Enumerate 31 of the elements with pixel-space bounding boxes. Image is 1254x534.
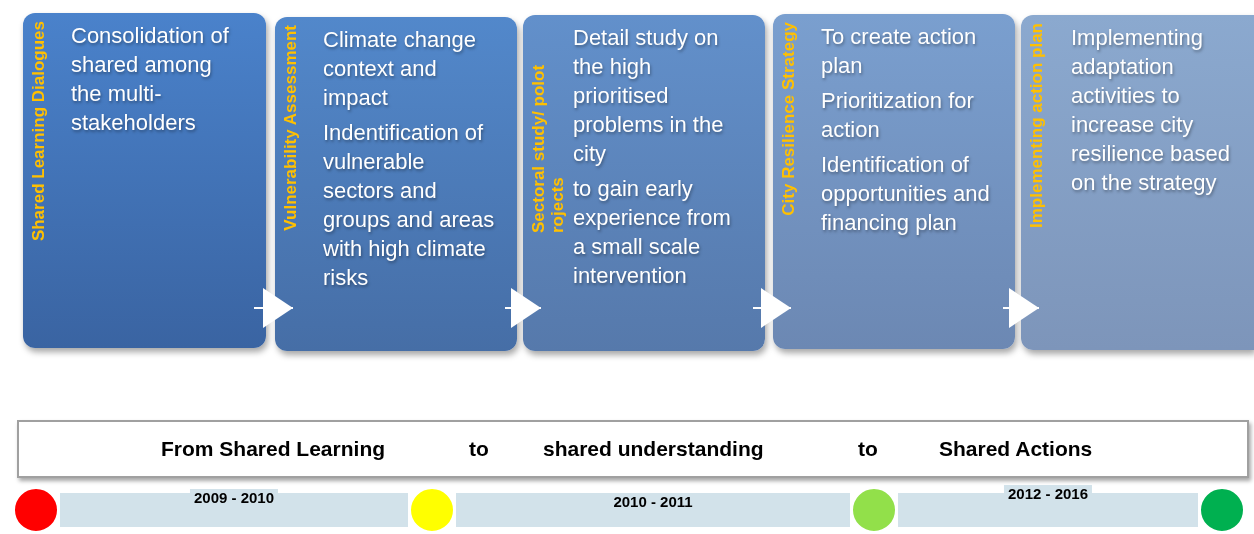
stage-heading: Shared Learning Dialogues — [29, 21, 48, 242]
stage-heading: City Resilience Strategy — [779, 22, 798, 216]
description-text: to gain early experience from a small scale intervention — [573, 175, 732, 290]
process-box — [23, 13, 266, 348]
chevron-arrow — [253, 288, 294, 328]
banner-text: Shared Actions — [939, 436, 1093, 462]
description-text: Indentification of vulnerable sectors and groups and areas with high climate risks — [323, 119, 495, 292]
chevron-arrow — [1002, 288, 1040, 328]
description-text: Identification of opportunities and financing plan — [821, 151, 991, 237]
banner-text: From Shared Learning — [161, 436, 386, 462]
banner-text: shared understanding — [543, 436, 764, 462]
banner-box — [17, 420, 1249, 478]
chevron-arrow — [752, 288, 792, 328]
description-text: To create action plan — [821, 23, 978, 80]
process-box — [523, 15, 765, 351]
timeline-bar — [898, 493, 1198, 527]
description-text: Climate change context and impact — [323, 26, 477, 112]
stage-heading: Sectoral study/ polot rojects — [529, 63, 567, 233]
stage-heading: Vulnerability Assessment — [281, 25, 300, 231]
process-box — [275, 17, 517, 351]
stage-heading: Implementing action plan — [1027, 23, 1046, 228]
process-box — [1021, 15, 1254, 350]
chevron-arrow — [504, 288, 542, 328]
banner-text: to — [469, 436, 489, 462]
timeline-bar — [60, 493, 408, 527]
banner-text: to — [858, 436, 878, 462]
description-text: Prioritization for action — [821, 87, 975, 144]
process-box — [773, 14, 1015, 349]
description-text: Consolidation of shared among the multi-stakeholders — [71, 22, 230, 137]
timeline-bar — [456, 493, 850, 527]
description-text: Implementing adaptation activities to increase city resilience based on the strategy — [1071, 24, 1231, 197]
